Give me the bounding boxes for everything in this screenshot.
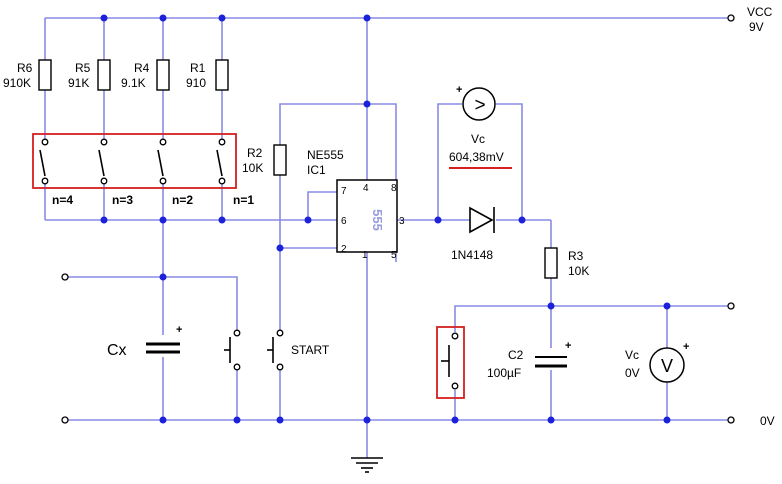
voltmeter-top-symbol: > xyxy=(474,95,485,116)
r4-ref: R4 xyxy=(134,61,150,75)
ic-pin-5: 5 xyxy=(391,250,397,261)
ground-label: 0V xyxy=(760,414,775,428)
ic-pin-6: 6 xyxy=(341,216,347,227)
r3-ref: R3 xyxy=(568,249,584,263)
voltmeter-bottom: V + xyxy=(649,341,689,383)
r5-ref: R5 xyxy=(75,61,91,75)
r3-value: 10K xyxy=(568,264,589,278)
range-switch-n2[interactable] xyxy=(157,138,167,185)
ground-symbol xyxy=(351,457,383,473)
range-switch-highlight xyxy=(32,133,237,189)
switch-label-n3: n=3 xyxy=(112,193,133,207)
ic-pin-8: 8 xyxy=(391,183,397,194)
resistor-r4 xyxy=(156,59,170,91)
voltmeter-bottom-symbol: V xyxy=(661,356,673,376)
diode-1n4148 xyxy=(469,206,495,234)
r6-value: 910K xyxy=(3,76,31,90)
junctions xyxy=(100,14,671,424)
cx-pushbutton[interactable] xyxy=(224,329,241,371)
r2-value: 10K xyxy=(242,161,263,175)
capacitor-c2: + xyxy=(535,340,571,368)
ic-pin-3: 3 xyxy=(399,216,405,227)
ic-pin-1: 1 xyxy=(362,250,368,261)
voltmeter-top: > + xyxy=(456,84,496,121)
ic-555: 555 7 4 8 6 3 2 1 5 xyxy=(336,179,405,261)
r4-value: 9.1K xyxy=(121,76,146,90)
c2-polarity: + xyxy=(565,340,571,352)
switch-label-n1: n=1 xyxy=(233,193,254,207)
resistor-r3 xyxy=(544,247,558,279)
switch-label-n2: n=2 xyxy=(172,193,193,207)
ic-pin-2: 2 xyxy=(341,244,347,255)
voltmeter-top-polarity: + xyxy=(456,84,462,96)
voltmeter-bottom-reading: 0V xyxy=(625,366,640,380)
range-switch-bank xyxy=(32,133,237,189)
ic-body-text: 555 xyxy=(370,209,385,231)
r1-ref: R1 xyxy=(190,61,206,75)
r5-value: 91K xyxy=(68,76,89,90)
wires xyxy=(44,17,728,458)
voltmeter-top-reading: 604,38mV xyxy=(449,150,504,164)
discharge-switch[interactable] xyxy=(436,326,465,399)
r6-ref: R6 xyxy=(17,61,33,75)
c2-value: 100µF xyxy=(487,366,521,380)
r1-value: 910 xyxy=(186,76,206,90)
resistor-r2 xyxy=(273,144,287,176)
resistor-r5 xyxy=(97,59,111,91)
ic-ref: IC1 xyxy=(307,163,326,177)
cx-label: Cx xyxy=(107,342,127,359)
range-switch-n3[interactable] xyxy=(98,138,108,185)
switch-label-n4: n=4 xyxy=(52,193,73,207)
range-switch-n1[interactable] xyxy=(216,138,226,185)
vcc-value: 9V xyxy=(749,20,764,34)
start-label: START xyxy=(291,343,330,357)
discharge-switch-highlight xyxy=(436,326,465,399)
start-button[interactable] xyxy=(267,329,284,371)
resistor-r6 xyxy=(38,59,52,91)
cx-polarity: + xyxy=(176,324,182,336)
resistor-r1 xyxy=(215,59,229,91)
ic-name: NE555 xyxy=(307,148,344,162)
diode-label: 1N4148 xyxy=(451,248,493,262)
vcc-label: VCC xyxy=(747,5,773,19)
range-switch-n4[interactable] xyxy=(39,138,49,185)
ic-pin-4: 4 xyxy=(363,183,369,194)
r2-ref: R2 xyxy=(247,146,263,160)
terminals xyxy=(61,14,735,424)
voltmeter-bottom-label: Vc xyxy=(625,348,639,362)
voltmeter-bottom-polarity: + xyxy=(683,341,689,353)
capacitor-cx: + xyxy=(146,324,182,354)
voltmeter-top-label: Vc xyxy=(471,132,485,146)
c2-ref: C2 xyxy=(508,348,524,362)
ic-pin-7: 7 xyxy=(341,186,347,197)
